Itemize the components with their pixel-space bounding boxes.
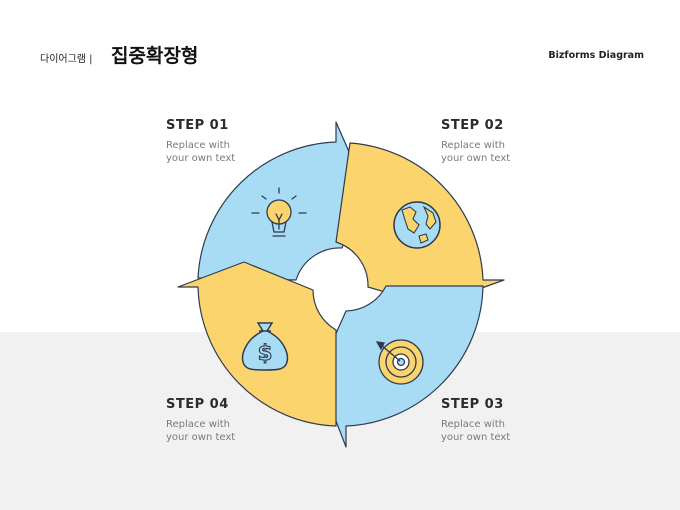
money-bag-icon: $ (241, 322, 289, 371)
target-icon (375, 339, 424, 385)
step-description: Replace with your own text (441, 140, 511, 164)
step-title: STEP 02 (441, 118, 504, 133)
globe-icon (393, 201, 441, 249)
header-subtitle: 다이어그램 | (40, 54, 93, 65)
lightbulb-icon (251, 187, 307, 237)
step-description: Replace with your own text (166, 140, 236, 164)
step-title: STEP 04 (166, 397, 229, 412)
step-01-label: STEP 01 Replace with your own text (166, 118, 306, 165)
page-title: 집중확장형 (111, 45, 199, 67)
step-title: STEP 01 (166, 118, 229, 133)
step-title: STEP 03 (441, 397, 504, 412)
step-04-label: STEP 04 Replace with your own text (166, 397, 306, 444)
step-03-label: STEP 03 Replace with your own text (441, 397, 581, 444)
step-02-label: STEP 02 Replace with your own text (441, 118, 581, 165)
step-description: Replace with your own text (166, 419, 236, 443)
step-description: Replace with your own text (441, 419, 511, 443)
brand-label: Bizforms Diagram (548, 50, 644, 61)
svg-text:$: $ (258, 341, 273, 365)
